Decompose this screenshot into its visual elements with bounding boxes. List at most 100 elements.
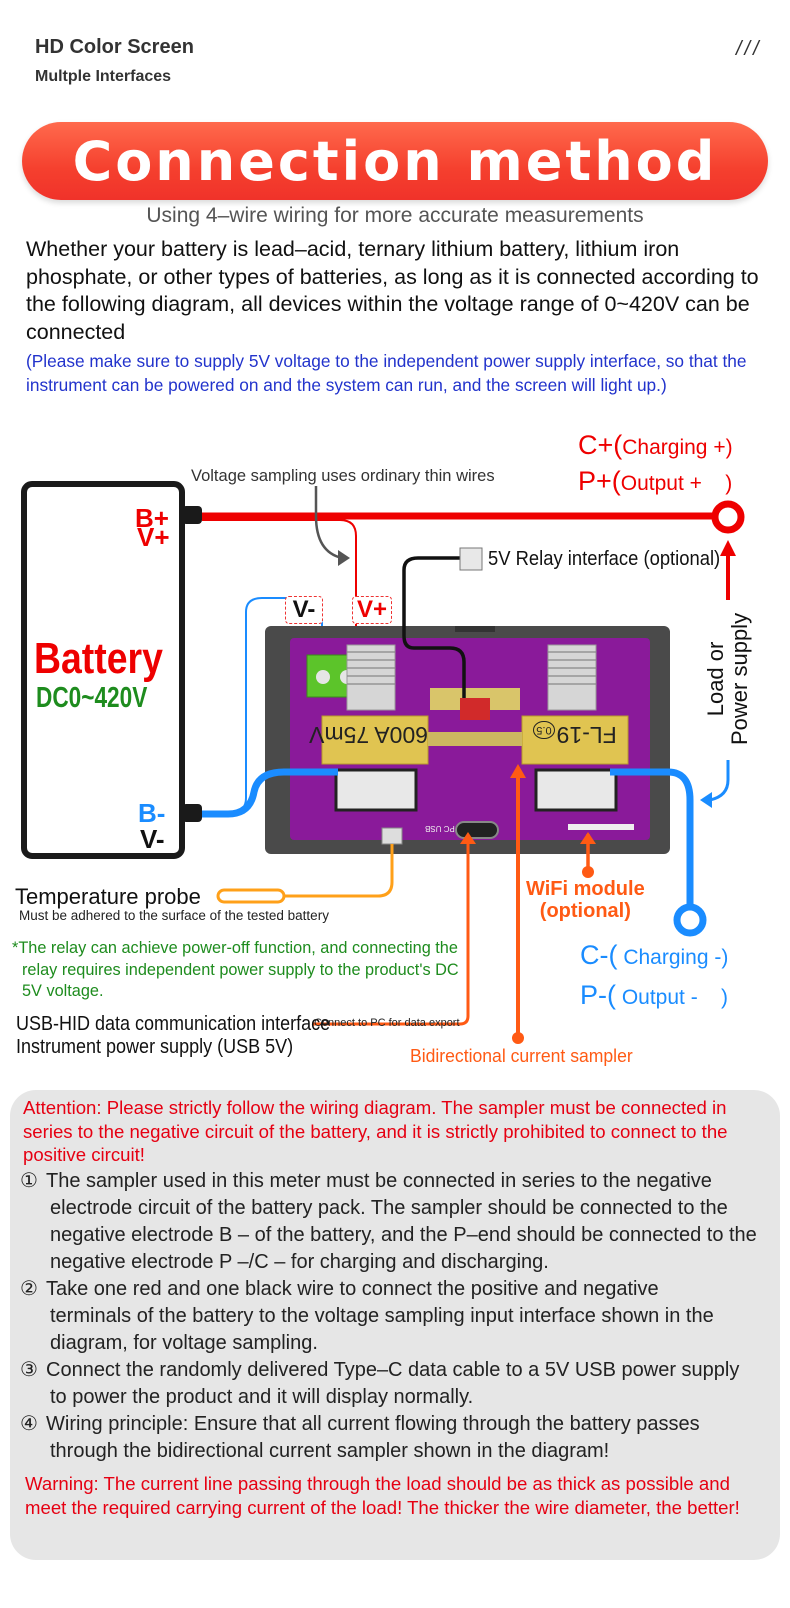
shunt-class-badge: 0.5 <box>533 721 555 739</box>
step-text: Take one red and one black wire to conne… <box>46 1278 659 1300</box>
header-decoration: /// <box>736 38 762 60</box>
banner-title: Connection method <box>72 129 718 193</box>
usb-pointer-arrowhead <box>460 832 476 844</box>
usb-power-label: Instrument power supply (USB 5V) <box>16 1036 294 1058</box>
step-text: The sampler used in this meter must be c… <box>46 1170 712 1192</box>
relay-note: *The relay can achieve power-off functio… <box>12 938 472 1003</box>
step-item: ③ Connect the randomly delivered Type–C d… <box>20 1357 772 1411</box>
positive-output-terminal <box>711 500 745 534</box>
battery-v-plus: V+ <box>137 522 170 552</box>
c-minus-desc: Charging -) <box>617 946 729 969</box>
battery-range: DC0~420V <box>36 682 148 714</box>
c-plus-label: C+(Charging +) <box>578 430 733 461</box>
shunt-rating-text: 600A 75mV <box>309 722 428 748</box>
p-plus-desc: Output + ) <box>620 472 733 495</box>
negative-main-wire <box>202 768 338 818</box>
p-minus-label: P-( Output - ) <box>580 980 728 1011</box>
pcb-usb-label: PC USB <box>425 824 455 833</box>
temp-probe-title: Temperature probe <box>15 884 201 909</box>
usb-pointer-line <box>312 836 470 1026</box>
sampler-pointer-dot <box>512 1032 524 1044</box>
load-label-line2: Power supply <box>727 612 752 745</box>
relay-connector <box>460 698 490 720</box>
voltage-sampling-label: Voltage sampling uses ordinary thin wire… <box>191 467 495 485</box>
steps-list: ① The sampler used in this meter must be … <box>20 1168 772 1465</box>
load-down-arrow <box>709 760 730 802</box>
relay-plug-icon <box>459 547 483 571</box>
v-minus-tag: V- <box>285 596 323 624</box>
wifi-slot <box>568 824 634 830</box>
temp-probe-wire <box>282 844 394 898</box>
battery-v-minus: V- <box>140 824 165 854</box>
v-plus-sense-wire <box>202 519 357 645</box>
negative-output-wire <box>610 768 694 918</box>
step-number: ④ <box>20 1413 38 1435</box>
relay-interface-label: 5V Relay interface (optional) <box>488 548 721 570</box>
section-subtitle: Using 4–wire wiring for more accurate me… <box>146 204 644 227</box>
step-text: Connect the randomly delivered Type–C da… <box>46 1359 740 1381</box>
shunt-model-text: FL-190.5 <box>522 721 628 748</box>
voltage-sampling-pointer <box>314 486 343 560</box>
header-subtitle: Multple Interfaces <box>35 68 172 85</box>
temp-probe-icon <box>216 888 286 904</box>
step-number: ② <box>20 1278 38 1300</box>
battery-b-minus: B- <box>138 798 166 828</box>
step-continuation: electrode circuit of the battery pack. T… <box>50 1197 757 1273</box>
step-item: ② Take one red and one black wire to conn… <box>20 1276 772 1357</box>
header-title: HD Color Screen <box>35 36 194 58</box>
wiring-diagram: Battery DC0~420V B+ V+ B- V- Voltage sam… <box>0 420 790 1080</box>
device-top-notch <box>455 626 495 632</box>
relay-wire <box>402 556 466 698</box>
wifi-label-line2: (optional) <box>539 900 631 922</box>
p-minus-desc: Output - ) <box>616 986 729 1009</box>
load-label-line1: Load or <box>703 641 728 717</box>
shunt-nut-left <box>334 768 418 812</box>
p-minus-code: P-( <box>580 980 616 1010</box>
section-banner: Connection method <box>22 122 768 200</box>
shunt-bolt-right-top <box>547 644 597 711</box>
battery-box <box>21 481 185 859</box>
wifi-label-line1: WiFi module <box>526 878 645 900</box>
probe-connector <box>381 827 403 845</box>
usb-hid-label: USB-HID data communication interface <box>16 1013 331 1035</box>
battery-positive-terminal <box>182 506 202 524</box>
wifi-pointer-dot <box>582 866 594 878</box>
instructions-panel: Attention: Please strictly follow the wi… <box>10 1090 780 1560</box>
shunt-block-left <box>321 715 429 765</box>
shunt-block-right <box>521 715 629 765</box>
v-plus-tag: V+ <box>352 596 392 624</box>
step-continuation: terminals of the battery to the voltage … <box>50 1305 714 1354</box>
p-plus-code: P+( <box>578 466 621 496</box>
negative-output-terminal <box>673 903 707 937</box>
step-item: ① The sampler used in this meter must be … <box>20 1168 772 1276</box>
load-up-arrowhead <box>720 540 736 556</box>
step-number: ③ <box>20 1359 38 1381</box>
voltage-sampling-arrowhead <box>338 550 350 566</box>
step-number: ① <box>20 1170 38 1192</box>
relay-note-text: *The relay can achieve power-off functio… <box>12 939 459 1000</box>
c-minus-code: C-( <box>580 940 618 970</box>
power-note: (Please make sure to supply 5V voltage t… <box>26 351 747 395</box>
usb-export-note: Connect to PC for data export <box>314 1017 460 1029</box>
shunt-nut-right <box>534 768 618 812</box>
battery-b-plus: B+ <box>135 503 169 533</box>
battery-negative-terminal <box>182 804 202 822</box>
load-down-arrowhead <box>700 792 712 808</box>
c-plus-code: C+( <box>578 430 623 460</box>
c-minus-label: C-( Charging -) <box>580 940 728 971</box>
warning-text: Warning: The current line passing throug… <box>25 1473 740 1518</box>
attention-text: Attention: Please strictly follow the wi… <box>23 1097 728 1165</box>
wifi-module-label: WiFi module (optional) <box>526 878 645 922</box>
wifi-pointer-arrowhead <box>580 832 596 844</box>
temp-probe-note: Must be adhered to the surface of the te… <box>19 908 329 923</box>
shunt-bolt-left-top <box>346 644 396 711</box>
shunt-center-bar <box>428 732 522 746</box>
wiring-diagram-graphic <box>21 481 745 1044</box>
step-continuation: through the bidirectional current sample… <box>50 1440 610 1462</box>
sampler-label: Bidirectional current sampler <box>410 1045 633 1066</box>
sampler-pointer-arrowhead <box>510 764 526 778</box>
c-plus-desc: Charging +) <box>622 436 733 459</box>
battery-label: Battery <box>34 634 163 683</box>
usb-c-port <box>455 821 499 839</box>
p-plus-label: P+(Output + ) <box>578 466 732 497</box>
